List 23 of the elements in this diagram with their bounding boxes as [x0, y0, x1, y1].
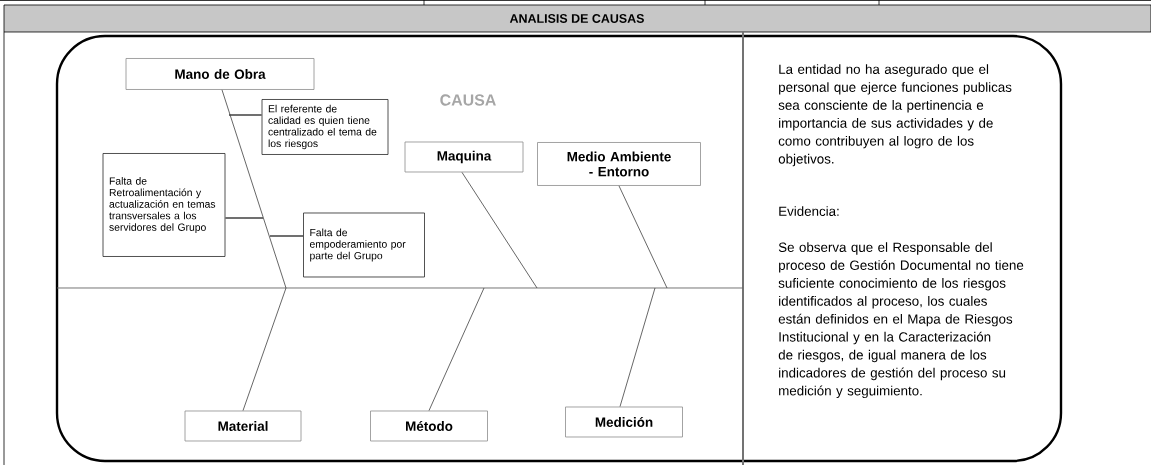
bone-line	[221, 89, 287, 289]
category-box: Método	[370, 410, 488, 442]
diagram-heading: CAUSA	[440, 94, 496, 106]
bone-line	[428, 287, 485, 411]
branch-line	[269, 235, 304, 237]
category-box: Medio Ambiente - Entorno	[537, 142, 701, 186]
cause-box: El referente de calidad es quien tiene centralizado el tema de los riesgos	[261, 99, 389, 155]
paragraph: La entidad no ha asegurado que el personal que ejerce funciones publicas sea consciente de la pertinencia e importancia de sus actividades y de como contribuyen al logro de los objetivos.	[778, 64, 1012, 167]
category-box: Mano de Obra	[125, 58, 315, 90]
category-box: Medición	[565, 406, 683, 438]
paragraph: Evidencia:	[779, 206, 839, 216]
category-box: Maquina	[404, 141, 524, 173]
cause-box: Falta de empoderamiento por parte del Grupo	[303, 212, 425, 278]
cause-box: Falta de Retroalimentación y actualización en temas transversales a los servidores del Grupo	[102, 153, 226, 257]
bone-line	[242, 287, 287, 411]
branch-line	[224, 217, 264, 219]
category-box: Material	[184, 410, 302, 442]
paragraph: Se observa que el Responsable del proceso de Gestión Documental no tiene suficiente conocimiento de los riesgos identificados al proceso, los cuales están definidos en el Mapa de Riesgos Institucional y en la Caracterización de riesgos, de igual manera de los indicadores de gestión del proceso su medición y seguimiento.	[778, 242, 1024, 399]
bone-line	[619, 287, 656, 407]
branch-line	[228, 114, 263, 116]
header-band: ANALISIS DE CAUSAS	[3, 4, 1151, 33]
bone-line	[461, 172, 538, 289]
bone-line	[618, 185, 668, 289]
